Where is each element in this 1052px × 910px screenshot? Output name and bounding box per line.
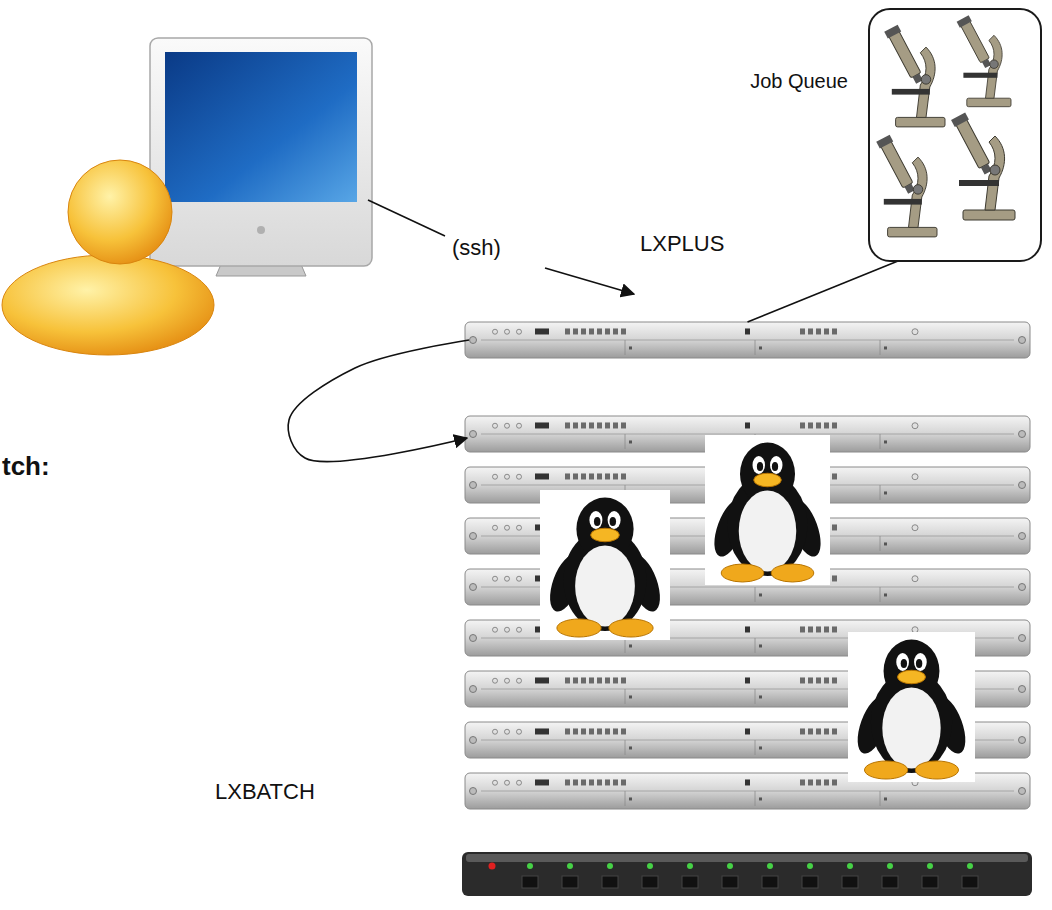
tux-penguin [705, 435, 830, 585]
job-queue-box: Job Queue [868, 8, 1042, 262]
connector [288, 340, 469, 462]
server-unit [465, 322, 1030, 358]
section-heading: tch: [2, 452, 50, 481]
computer [150, 38, 372, 276]
tux-penguin [540, 490, 670, 640]
server-rack [465, 322, 1030, 809]
protocol-label: (ssh) [452, 236, 501, 260]
connector [748, 261, 899, 322]
batch-cluster: LXBATCH [465, 410, 1030, 812]
microscope [957, 15, 1011, 106]
microscope [876, 135, 937, 237]
penguins [540, 435, 975, 782]
microscope [884, 25, 945, 127]
user-icon [2, 160, 214, 355]
network-switch [462, 852, 1032, 896]
ssh-arrow [368, 200, 634, 294]
tux-penguin [848, 632, 975, 782]
node-label: Job Queue [750, 70, 848, 92]
microscopes [876, 15, 1015, 237]
node-label: LXBATCH [215, 780, 315, 804]
microscope [951, 112, 1015, 220]
login-server: LXPLUS [465, 322, 1030, 358]
node-label: LXPLUS [640, 232, 724, 256]
